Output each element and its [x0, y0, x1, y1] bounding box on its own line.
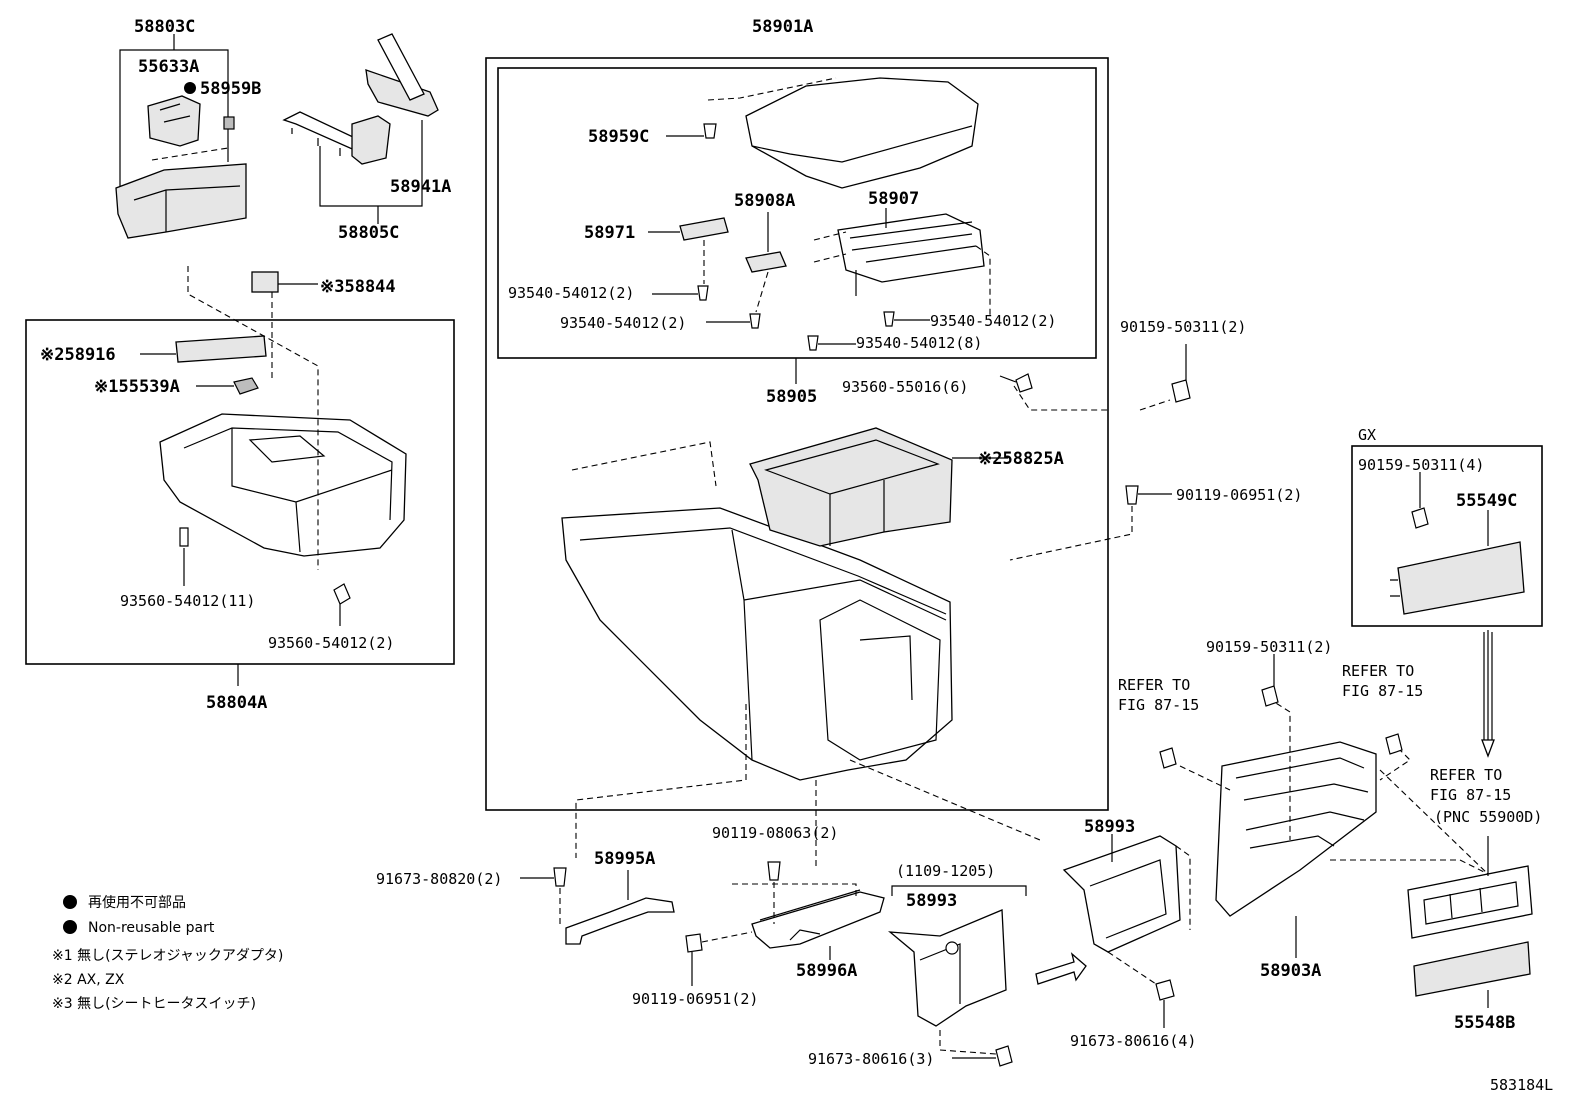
label-refer2-b: FIG 87-15 [1342, 682, 1423, 700]
label-58916: ※258916 [40, 345, 116, 365]
label-58905: 58905 [766, 387, 817, 407]
label-58941A: 58941A [390, 177, 451, 197]
part-58993-b [888, 885, 1087, 1067]
figure-number: 583184L [1490, 1076, 1553, 1094]
label-gx: GX [1358, 426, 1376, 444]
label-58908A: 58908A [734, 191, 795, 211]
label-93540-54012-a: 93540-54012(2) [508, 284, 634, 302]
label-55549C: 55549C [1456, 491, 1517, 511]
label-refer3-a: REFER TO [1430, 766, 1502, 784]
legend-line-2: Non-reusable part [88, 920, 215, 936]
label-91673-80820: 91673-80820(2) [376, 870, 502, 888]
part-group-58905 [648, 77, 991, 384]
label-range: (1109-1205) [896, 862, 995, 880]
label-93540-54012-b: 93540-54012(2) [560, 314, 686, 332]
legend-note-1: ※1 無し(ステレオジャックアダプタ) [52, 948, 283, 964]
label-90119-08063: 90119-08063(2) [712, 824, 838, 842]
label-90159-50311-b: 90159-50311(2) [1206, 638, 1332, 656]
part-58996A [685, 861, 885, 986]
frame-58901A [485, 57, 1109, 811]
part-console-box [561, 385, 1171, 868]
label-58903A: 58903A [1260, 961, 1321, 981]
label-58971: 58971 [584, 223, 635, 243]
label-93540-54012-c: 93540-54012(2) [930, 312, 1056, 330]
label-refer1-b: FIG 87-15 [1118, 696, 1199, 714]
label-58996A: 58996A [796, 961, 857, 981]
legend-dot-2 [63, 920, 77, 934]
label-91673-80616-4: 91673-80616(4) [1070, 1032, 1196, 1050]
label-58805C: 58805C [338, 223, 399, 243]
bolt-93560-55016 [1015, 373, 1033, 393]
label-refer2-a: REFER TO [1342, 662, 1414, 680]
label-58959C: 58959C [588, 127, 649, 147]
label-58844: ※358844 [320, 277, 396, 297]
label-58825A: ※258825A [978, 449, 1064, 469]
label-55633A: 55633A [138, 57, 199, 77]
part-58993-a [1062, 834, 1191, 1028]
label-93560-54012-2: 93560-54012(2) [268, 634, 394, 652]
label-refer1-a: REFER TO [1118, 676, 1190, 694]
legend-note-3: ※3 無し(シートヒータスイッチ) [52, 996, 256, 1012]
non-reusable-dot-58959B [184, 82, 196, 94]
label-93540-54012-8: 93540-54012(8) [856, 334, 982, 352]
label-58993-a: 58993 [1084, 817, 1135, 837]
part-climate-unit [1407, 836, 1533, 1008]
label-58803C: 58803C [134, 17, 195, 37]
label-58804A: 58804A [206, 693, 267, 713]
frame-58905 [497, 67, 1097, 359]
legend-dot-1 [63, 895, 77, 909]
part-58844 [251, 271, 318, 293]
label-90159-50311-a: 90159-50311(2) [1120, 318, 1246, 336]
label-90119-06951-a: 90119-06951(2) [1176, 486, 1302, 504]
label-58959B: 58959B [200, 79, 261, 99]
part-group-58804A [140, 266, 407, 686]
part-group-gx [1390, 472, 1525, 758]
bolt-90119-06951-a [1009, 485, 1172, 561]
label-refer3-c: (PNC 55900D) [1434, 808, 1542, 826]
legend-note-2: ※2 AX, ZX [52, 972, 125, 988]
part-group-58805C [282, 33, 439, 224]
part-group-58803C [115, 34, 247, 239]
label-58995A: 58995A [594, 849, 655, 869]
label-55548B: 55548B [1454, 1013, 1515, 1033]
label-refer3-b: FIG 87-15 [1430, 786, 1511, 804]
label-55539A: ※155539A [94, 377, 180, 397]
legend-line-1: 再使用不可部品 [88, 894, 186, 911]
label-58907: 58907 [868, 189, 919, 209]
frame-58804A [25, 319, 455, 665]
label-91673-80616-3: 91673-80616(3) [808, 1050, 934, 1068]
label-90159-50311-4: 90159-50311(4) [1358, 456, 1484, 474]
part-rear-panel [1159, 654, 1501, 958]
label-93560-54012-11: 93560-54012(11) [120, 592, 255, 610]
label-58901A: 58901A [752, 17, 813, 37]
label-93560-55016-6: 93560-55016(6) [842, 378, 968, 396]
label-58993-b: 58993 [906, 891, 957, 911]
bolt-90159-a [1171, 344, 1191, 403]
frame-gx [1351, 445, 1543, 627]
label-90119-06951-b: 90119-06951(2) [632, 990, 758, 1008]
part-58995A [520, 867, 675, 945]
